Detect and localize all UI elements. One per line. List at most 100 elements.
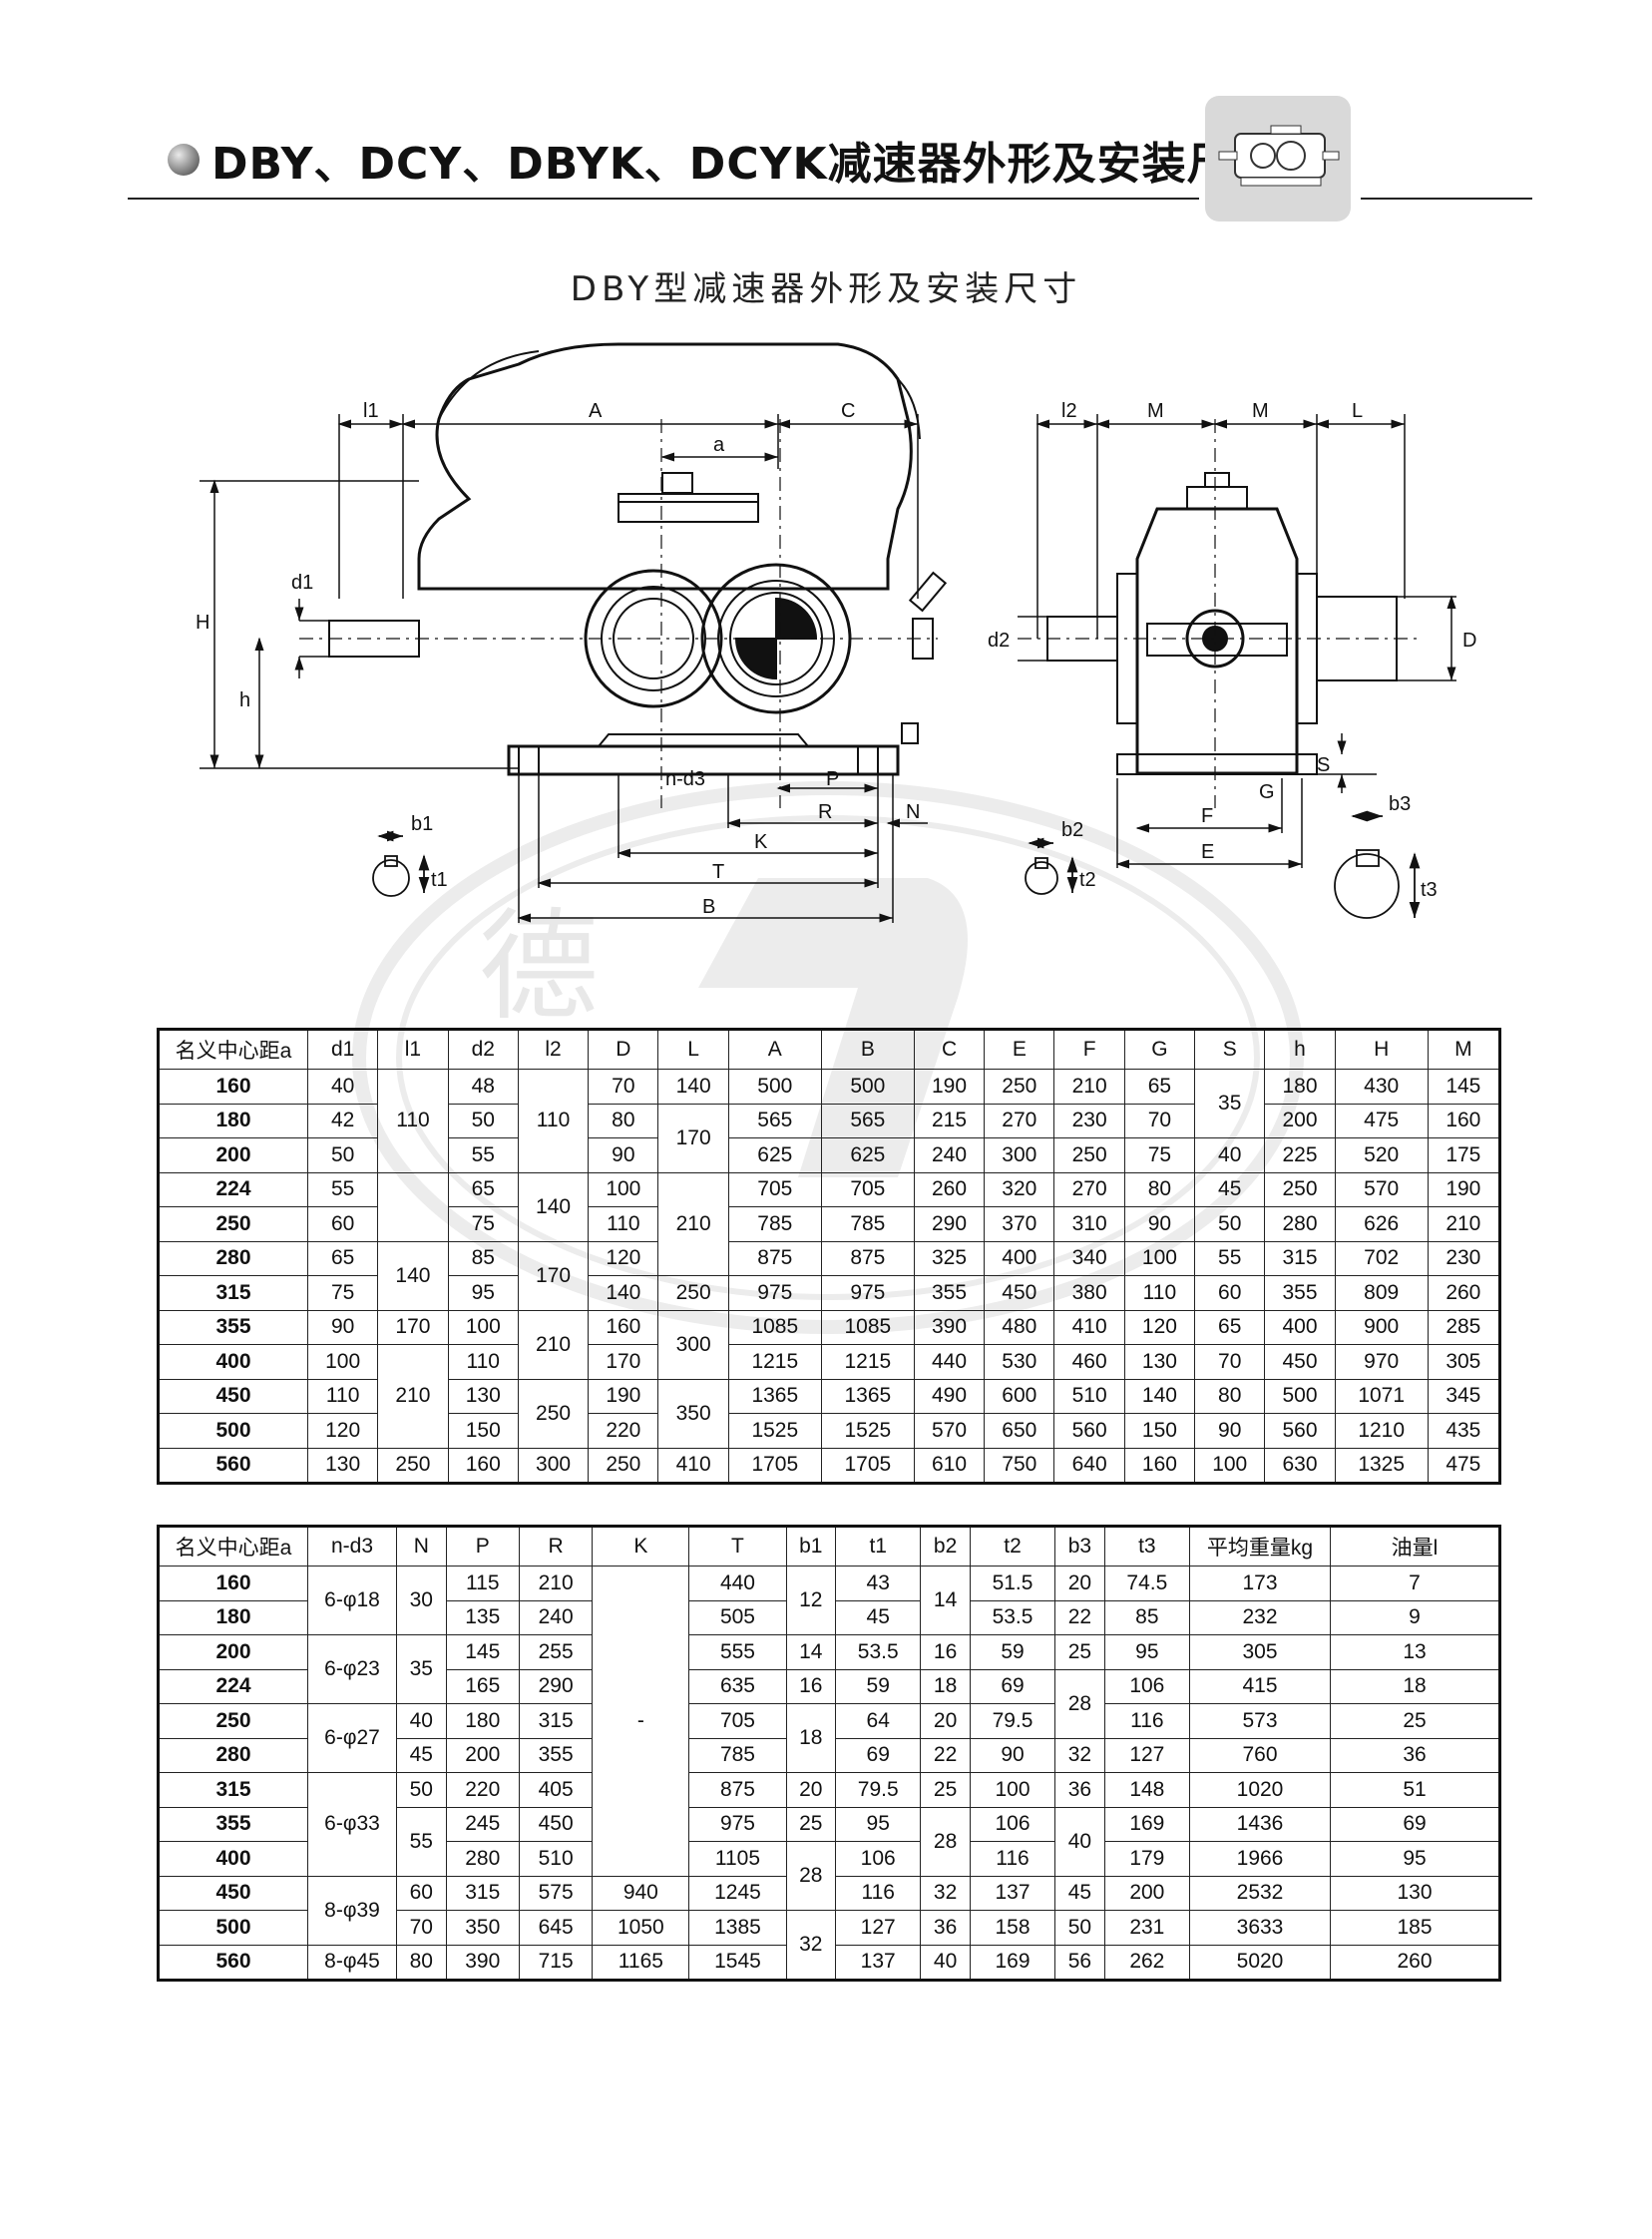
table-cell: 48 (447, 1069, 519, 1105)
table-cell: 500 (158, 1413, 308, 1449)
table-cell: 250 (158, 1703, 308, 1739)
table-cell: 210 (657, 1171, 729, 1276)
table-cell: 875 (820, 1240, 915, 1276)
table-row: 400 100 210 110 170 1215 1215 440 530 46… (158, 1344, 1501, 1449)
table-cell: 130 (447, 1378, 519, 1414)
table-cell: 270 (1053, 1171, 1125, 1207)
table-cell: 100 (1194, 1447, 1266, 1484)
table-row: 224 165 290 635 16 59 18 69 28 106 415 1… (158, 1668, 1500, 1739)
table-cell: 560 (1264, 1413, 1336, 1449)
table-cell: 200 (445, 1737, 520, 1773)
table-cell: 140 (377, 1240, 449, 1311)
table-cell: 975 (820, 1275, 915, 1311)
header-cell: N (396, 1526, 447, 1567)
table-row: 560 8-φ45 80 390 715 1165 1545 137 40 16… (158, 1944, 1500, 1981)
table-row: 450 8-φ39 60 315 575 940 1245 116 32 137… (158, 1875, 1500, 1946)
table-cell: 100 (969, 1772, 1056, 1808)
table-cell: 315 (1264, 1240, 1336, 1276)
table-cell: 90 (1194, 1413, 1266, 1449)
table-cell: 45 (835, 1599, 922, 1635)
table-cell: 150 (1123, 1413, 1196, 1449)
table-cell: 45 (1054, 1875, 1105, 1911)
table-cell: 45 (1194, 1171, 1266, 1207)
table-cell: 500 (158, 1910, 308, 1946)
header-cell: t1 (835, 1526, 922, 1567)
table-cell: 8-φ45 (307, 1944, 397, 1981)
dim-d1: d1 (291, 572, 313, 594)
table-cell: 13 (1330, 1634, 1500, 1670)
table-cell: 175 (1427, 1137, 1501, 1173)
table-cell: 210 (517, 1309, 590, 1380)
table-cell: 565 (820, 1103, 915, 1138)
table-cell: 50 (1194, 1206, 1266, 1242)
dim-D: D (1462, 630, 1476, 652)
table-cell: 260 (913, 1171, 986, 1207)
table-cell: 22 (1054, 1599, 1105, 1635)
table-cell: 300 (984, 1137, 1055, 1173)
table-cell: 875 (727, 1240, 822, 1276)
table-cell: 32 (920, 1875, 971, 1911)
table-cell: 70 (588, 1069, 659, 1105)
table-cell: 224 (158, 1668, 308, 1704)
table-cell: 315 (158, 1772, 308, 1808)
table-cell: 50 (447, 1103, 519, 1138)
table-cell: 220 (588, 1413, 659, 1449)
table-cell: 110 (447, 1344, 519, 1380)
table-cell: 120 (588, 1240, 659, 1276)
dim-l2: l2 (1061, 400, 1077, 422)
table-cell: 280 (445, 1841, 520, 1877)
table-cell: 130 (1330, 1875, 1500, 1911)
table-cell: 785 (820, 1206, 915, 1242)
table-cell: 435 (1427, 1413, 1501, 1449)
table-cell: 705 (688, 1703, 787, 1739)
table-cell: 6-φ27 (307, 1703, 397, 1773)
header-cell: l2 (517, 1029, 590, 1070)
table-cell: 185 (1330, 1910, 1500, 1946)
table-cell: 975 (688, 1806, 787, 1842)
table-row: 450 110 130 250 190 350 1365 1365 490 60… (158, 1378, 1501, 1449)
table-cell: 250 (1264, 1171, 1336, 1207)
table-cell: 210 (377, 1344, 449, 1449)
table-cell: 1165 (592, 1944, 690, 1981)
table-cell: 809 (1334, 1275, 1429, 1311)
table-cell: 380 (1053, 1275, 1125, 1311)
table-cell: 1105 (688, 1841, 787, 1877)
table-cell: 1436 (1189, 1806, 1331, 1842)
table-cell: 120 (306, 1413, 379, 1449)
table-cell: 290 (913, 1206, 986, 1242)
table-cell: 95 (1103, 1634, 1191, 1670)
table-row: 250 6-φ27 40 180 315 705 18 64 20 79.5 1… (158, 1703, 1500, 1773)
header-cell: C (913, 1029, 986, 1070)
table-row: 200 50 55 90 625 625 240 300 250 75 40 2… (158, 1137, 1501, 1173)
table-cell: 450 (984, 1275, 1055, 1311)
table-cell: 2532 (1189, 1875, 1331, 1911)
table-cell: 169 (1103, 1806, 1191, 1842)
table-cell: 20 (785, 1772, 837, 1808)
table-cell: 475 (1427, 1447, 1501, 1484)
table-cell: 430 (1334, 1069, 1429, 1105)
header-cell: P (445, 1526, 520, 1567)
table-row: 160 40 110 48 110 70 140 500 500 190 250… (158, 1069, 1501, 1173)
table-cell: 160 (1123, 1447, 1196, 1484)
table-cell: 180 (445, 1703, 520, 1739)
dim-F: F (1201, 805, 1213, 827)
table-cell: 1210 (1334, 1413, 1429, 1449)
dim-d2: d2 (988, 630, 1010, 652)
table-row: 250 60 75 110 785 785 290 370 310 90 50 … (158, 1206, 1501, 1242)
front-view (299, 342, 948, 808)
table-cell: 290 (518, 1668, 594, 1704)
table-cell: 760 (1189, 1737, 1331, 1773)
table-cell: - (592, 1566, 690, 1877)
key-details (372, 810, 1421, 919)
table-cell: 90 (1123, 1206, 1196, 1242)
table-cell: 355 (518, 1737, 594, 1773)
table-cell: 240 (518, 1599, 594, 1635)
table-cell: 50 (1054, 1910, 1105, 1946)
dim-b2: b2 (1061, 819, 1083, 841)
header-cell: H (1334, 1029, 1429, 1070)
header-cell: d1 (306, 1029, 379, 1070)
table-cell: 70 (1123, 1103, 1196, 1138)
table-cell: 573 (1189, 1703, 1331, 1739)
table-cell: 220 (445, 1772, 520, 1808)
dim-A: A (589, 400, 603, 422)
